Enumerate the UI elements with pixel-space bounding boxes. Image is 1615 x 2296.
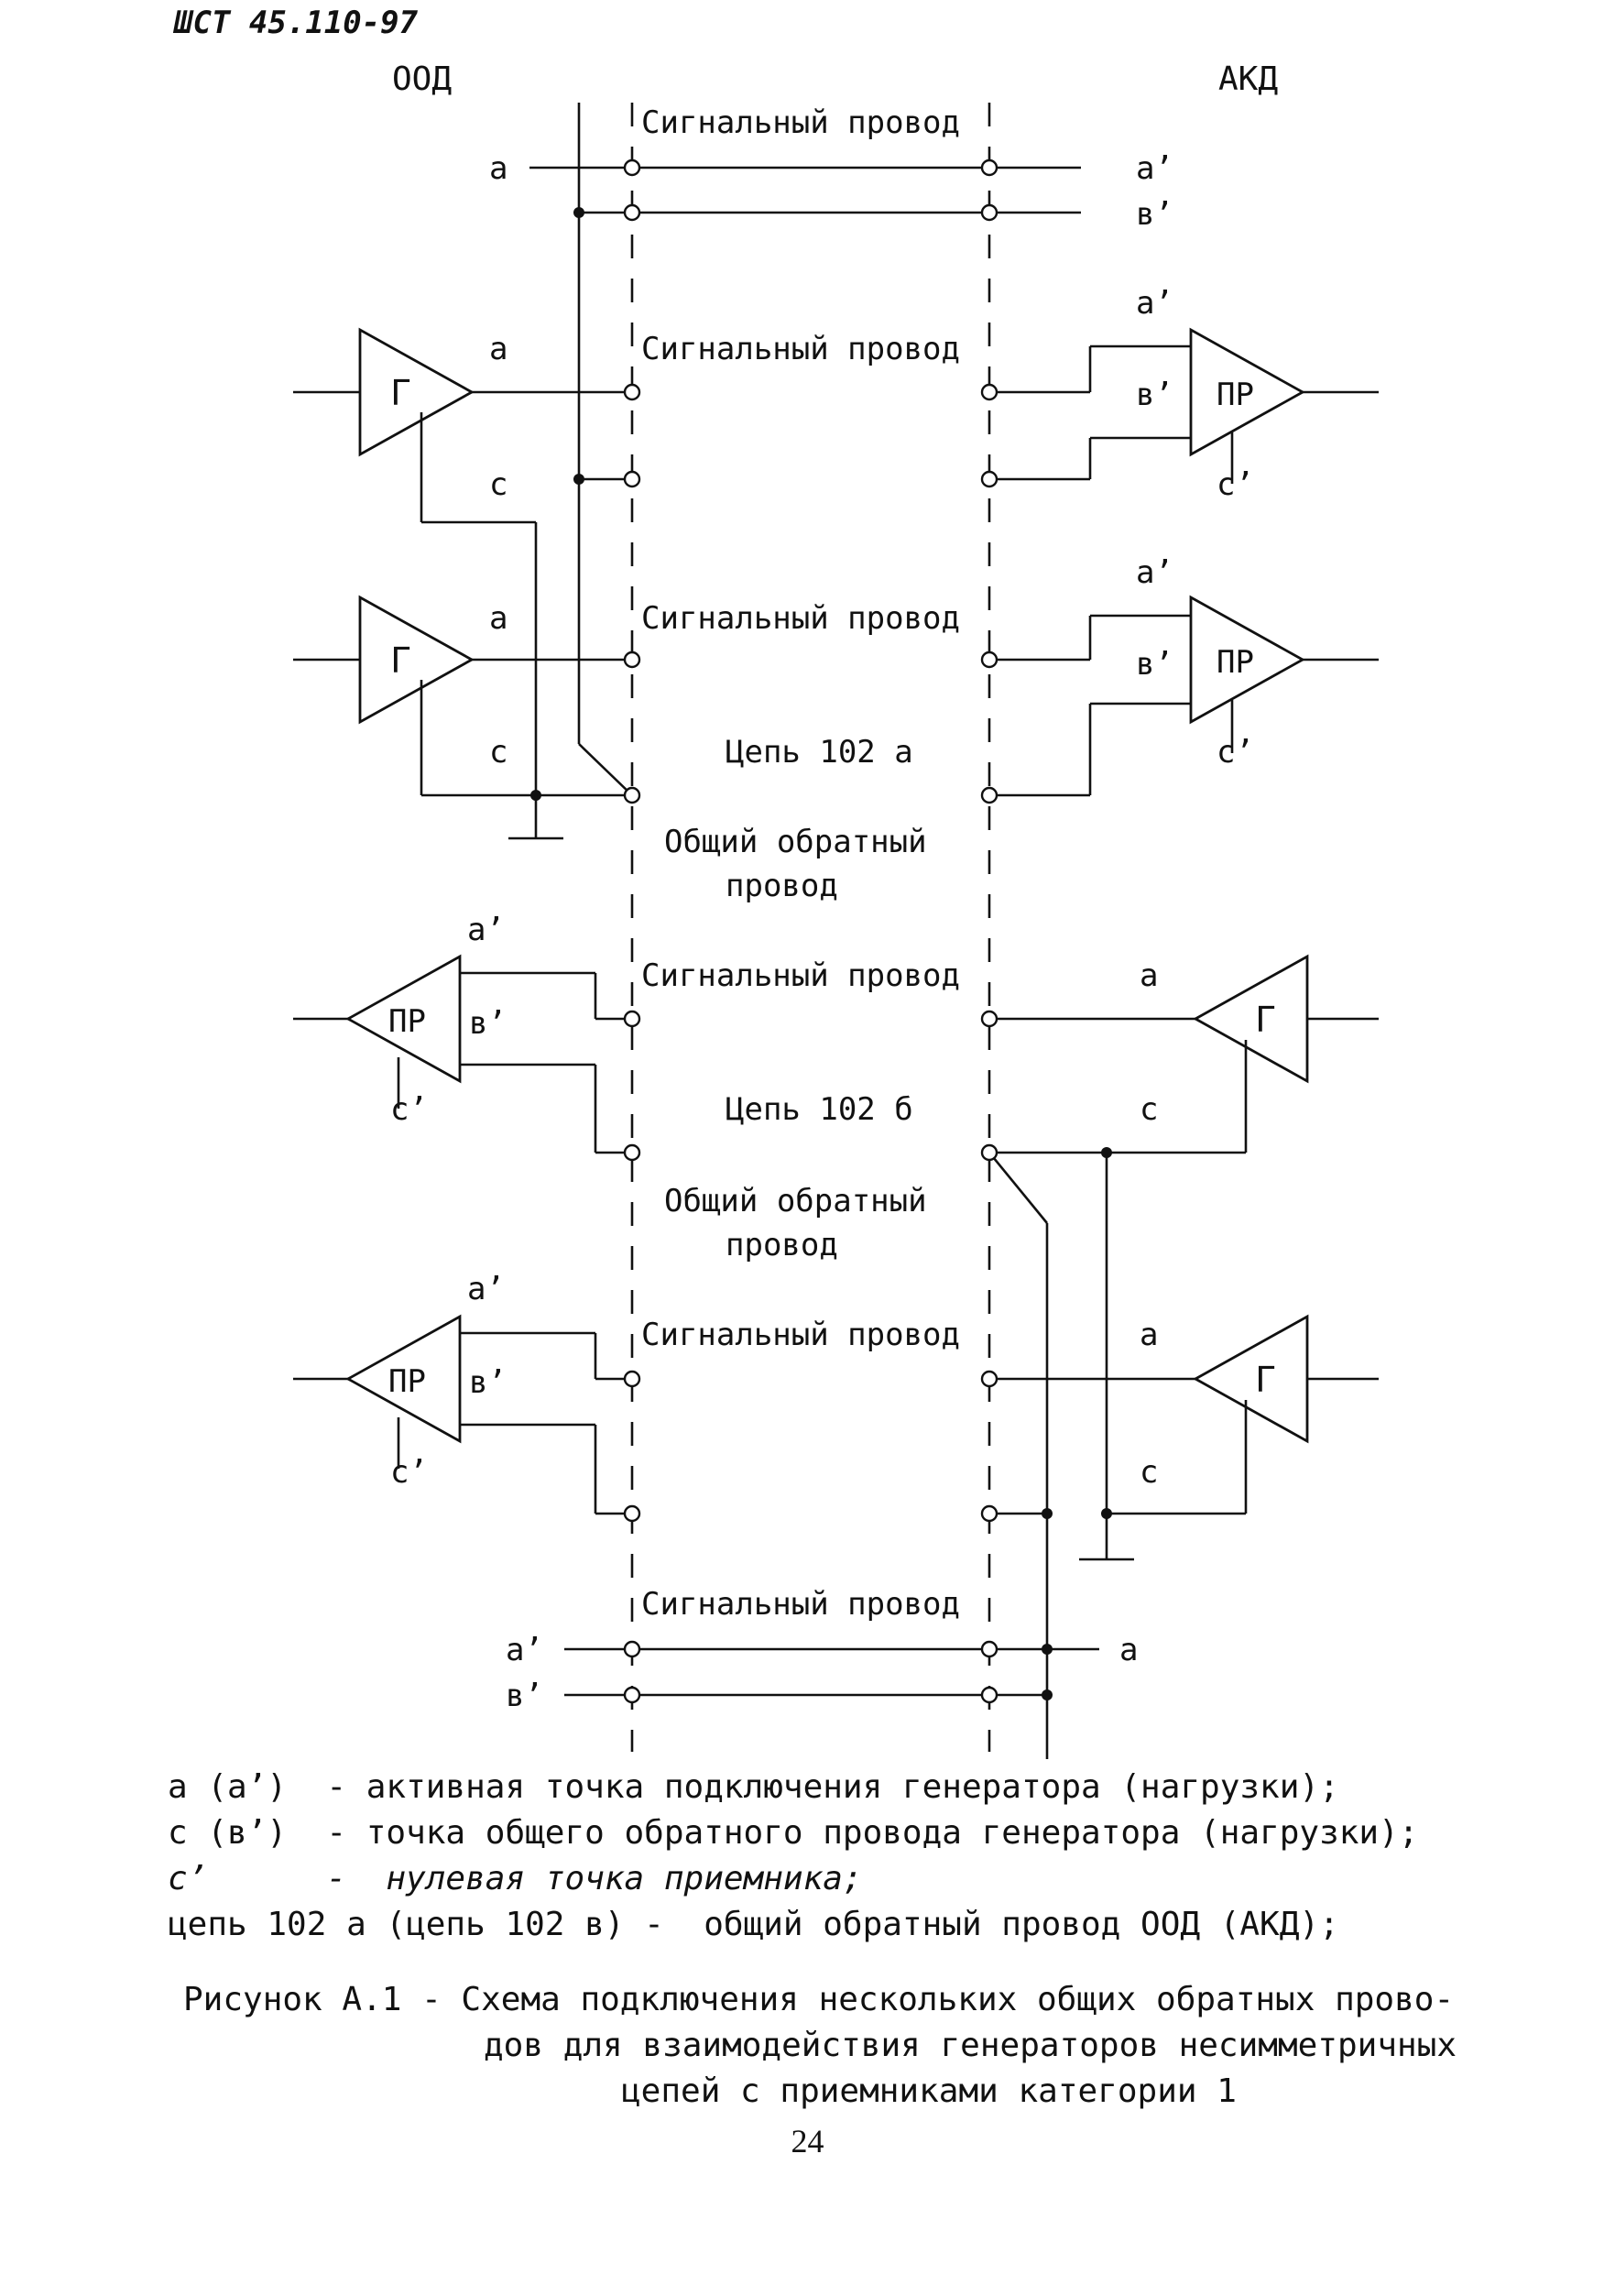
terminal [980, 203, 998, 222]
receiver-label-4: ПР [388, 1363, 426, 1400]
label-c-5: c [1140, 1454, 1158, 1491]
receiver-label-2: ПР [1217, 644, 1254, 681]
section-2: a’ Сигнальный провод a в’ c c’ Г ПР [293, 285, 1379, 797]
label-a-prime-2: a’ [1136, 285, 1173, 322]
terminal [980, 470, 998, 488]
receiver-symbol-1 [1189, 327, 1305, 457]
generator-symbol-1 [358, 327, 475, 457]
label-a-5: a [1140, 1317, 1158, 1353]
generator-label-1: Г [390, 373, 411, 413]
label-b-prime-6: в’ [506, 1678, 543, 1714]
common-return-label-1a: Общий обратный [664, 824, 927, 860]
terminal [980, 1010, 998, 1028]
label-a-prime-4: a’ [467, 912, 505, 948]
legend-item-a: a (a’) - активная точка подключения гене… [168, 1768, 1339, 1806]
section-5: a’ Сигнальный провод a в’ c’ c ПР Г [293, 1271, 1379, 1523]
receiver-symbol-3 [345, 954, 462, 1084]
terminal [980, 383, 998, 401]
terminal [623, 470, 641, 488]
label-a-prime-1: a’ [1136, 150, 1173, 187]
label-c-4: c [1140, 1091, 1158, 1128]
interface-circuit-diagram: ШСТ 45.110-97 ООД АКД Сигнальный провод … [172, 5, 1379, 1759]
caption-line-1: Рисунок А.1 - Схема подключения нескольк… [183, 1981, 1455, 2018]
receiver-label-3: ПР [388, 1003, 426, 1040]
section-3: a’ Сигнальный провод a в’ c Цепь 102 а c… [293, 554, 1379, 904]
terminal [623, 203, 641, 222]
dce-label: АКД [1218, 60, 1278, 98]
terminal [623, 1686, 641, 1704]
generator-symbol-2 [358, 595, 475, 725]
terminal [623, 159, 641, 177]
label-c-prime-4: c’ [390, 1091, 428, 1128]
receiver-symbol-2 [1189, 595, 1305, 725]
dte-label: ООД [392, 60, 452, 98]
label-a-prime-6: a’ [506, 1632, 543, 1668]
signal-wire-label-2: Сигнальный провод [641, 331, 960, 367]
terminal [623, 1640, 641, 1658]
signal-wire-label-1: Сигнальный провод [641, 104, 960, 141]
terminal [980, 159, 998, 177]
label-a-1: a [489, 150, 507, 187]
terminal [623, 651, 641, 669]
label-b-prime-4: в’ [469, 1005, 507, 1042]
terminal [980, 1640, 998, 1658]
terminal [623, 786, 641, 804]
label-c-prime-5: c’ [390, 1454, 428, 1491]
legend-item-c-prime: c’ - нулевая точка приемника; [168, 1860, 863, 1897]
circuit-102b-label: Цепь 102 б [726, 1091, 913, 1128]
signal-wire-label-6: Сигнальный провод [641, 1586, 960, 1623]
label-c-3: c [489, 734, 507, 771]
terminal [980, 1143, 998, 1162]
terminal [623, 1143, 641, 1162]
terminal [980, 786, 998, 804]
label-a-4: a [1140, 957, 1158, 994]
label-b-prime-3: в’ [1136, 646, 1173, 683]
label-a-prime-3: a’ [1136, 554, 1173, 591]
common-return-label-2b: провод [726, 1227, 838, 1263]
label-a-3: a [489, 600, 507, 637]
terminal [623, 1504, 641, 1523]
terminal [623, 1370, 641, 1388]
terminal [980, 1370, 998, 1388]
signal-wire-label-3: Сигнальный провод [641, 600, 960, 637]
label-c-prime-3: c’ [1217, 734, 1254, 771]
page-number: 24 [791, 2123, 824, 2159]
label-c-2: c [489, 466, 507, 503]
label-c-prime-2: c’ [1217, 466, 1254, 503]
label-a-6: a [1119, 1632, 1138, 1668]
section-4: a’ Сигнальный провод a в’ Цепь 102 б c c… [293, 912, 1379, 1759]
caption-line-2: дов для взаимодействия генераторов несим… [484, 2027, 1457, 2064]
terminal [980, 1504, 998, 1523]
receiver-label-1: ПР [1217, 377, 1254, 413]
terminal [623, 383, 641, 401]
label-b-prime-1: в’ [1136, 196, 1173, 233]
generator-symbol-3 [1193, 954, 1309, 1084]
common-return-label-1b: провод [726, 868, 838, 904]
signal-wire-label-4: Сигнальный провод [641, 957, 960, 994]
label-b-prime-5: в’ [469, 1364, 507, 1401]
generator-label-4: Г [1255, 1360, 1276, 1400]
generator-symbol-4 [1193, 1314, 1309, 1444]
common-return-label-2a: Общий обратный [664, 1183, 927, 1219]
receiver-symbol-4 [345, 1314, 462, 1444]
terminal [980, 651, 998, 669]
figure-caption: Рисунок А.1 - Схема подключения нескольк… [183, 1977, 1484, 2115]
label-b-prime-2: в’ [1136, 377, 1173, 413]
terminal [623, 1010, 641, 1028]
section-1: Сигнальный провод a a’ в’ [489, 103, 1173, 796]
terminal [980, 1686, 998, 1704]
generator-label-3: Г [1255, 1000, 1276, 1040]
label-a-2: a [489, 331, 507, 367]
section-6: Сигнальный провод a’ a в’ [506, 1586, 1138, 1714]
caption-line-3: цепей с приемниками категории 1 [621, 2072, 1237, 2110]
legend-item-c: c (в’) - точка общего обратного провода … [168, 1814, 1419, 1852]
signal-wire-label-5: Сигнальный провод [641, 1317, 960, 1353]
label-a-prime-5: a’ [467, 1271, 505, 1307]
standard-stamp: ШСТ 45.110-97 [172, 5, 419, 41]
legend-item-circuit-102: цепь 102 а (цепь 102 в) - общий обратный… [168, 1906, 1339, 1943]
circuit-102a-label: Цепь 102 а [726, 734, 913, 771]
generator-label-2: Г [390, 640, 411, 681]
legend: a (a’) - активная точка подключения гене… [168, 1765, 1496, 1948]
